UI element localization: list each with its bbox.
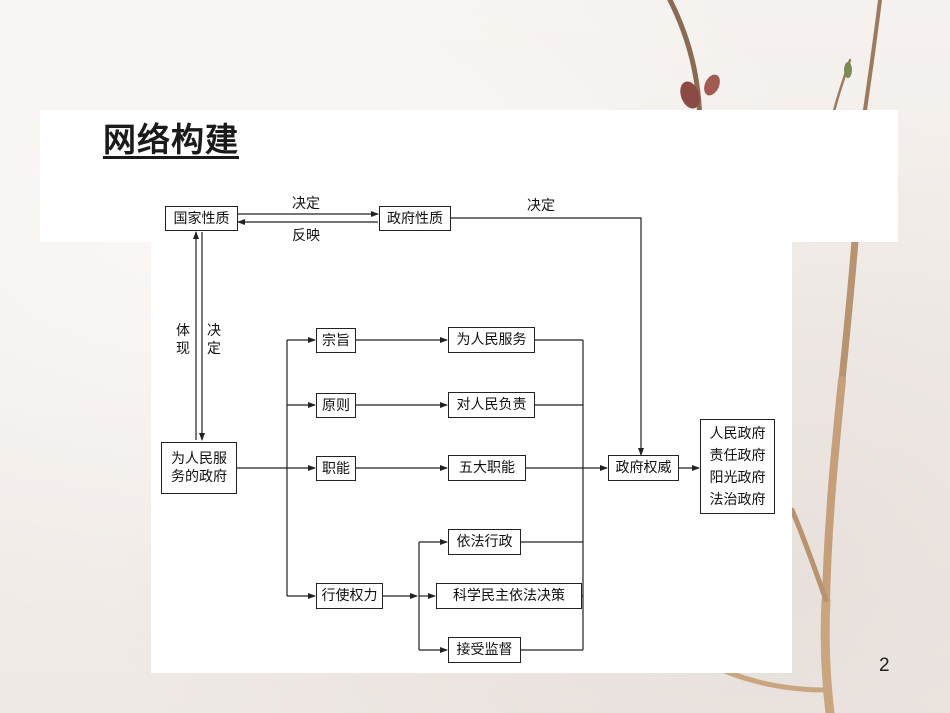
node-gov-types: 人民政府 责任政府 阳光政府 法治政府 [700,419,775,514]
node-gov-nature: 政府性质 [379,206,451,231]
node-purpose: 宗旨 [316,328,356,353]
gov-type-rule-of-law: 法治政府 [709,491,766,508]
node-functions: 职能 [316,456,356,481]
node-responsible-people: 对人民负责 [448,392,535,418]
slide-title: 网络构建 [103,120,239,159]
node-exercise-power: 行使权力 [316,583,383,609]
node-gov-authority: 政府权威 [608,455,679,481]
label-embodies: 体现 [176,323,190,357]
node-serve-people: 为人民服务 [448,327,535,353]
label-decides-top: 决定 [292,196,320,212]
label-decides-right: 决定 [527,198,555,214]
label-decides-vertical: 决定 [207,323,221,357]
gov-type-people: 人民政府 [709,425,766,442]
label-reflects: 反映 [292,228,320,244]
node-five-functions: 五大职能 [448,455,526,481]
page-number: 2 [879,655,890,676]
gov-type-transparent: 阳光政府 [709,469,766,486]
diagram-panel: 决定 反映 决定 体现 决定 国家性质 政府性质 为人民服务的政府 宗旨 原则 … [151,190,792,673]
node-national-nature: 国家性质 [165,206,238,231]
edge-decides-right [451,217,644,456]
node-accept-supervision: 接受监督 [448,637,521,663]
node-sci-democratic: 科学民主依法决策 [436,583,582,609]
diagram-connectors [193,211,700,653]
node-principle: 原则 [316,393,356,418]
node-serve-people-gov: 为人民服务的政府 [161,442,237,494]
gov-type-responsible: 责任政府 [709,447,766,464]
node-law-admin: 依法行政 [448,529,521,555]
